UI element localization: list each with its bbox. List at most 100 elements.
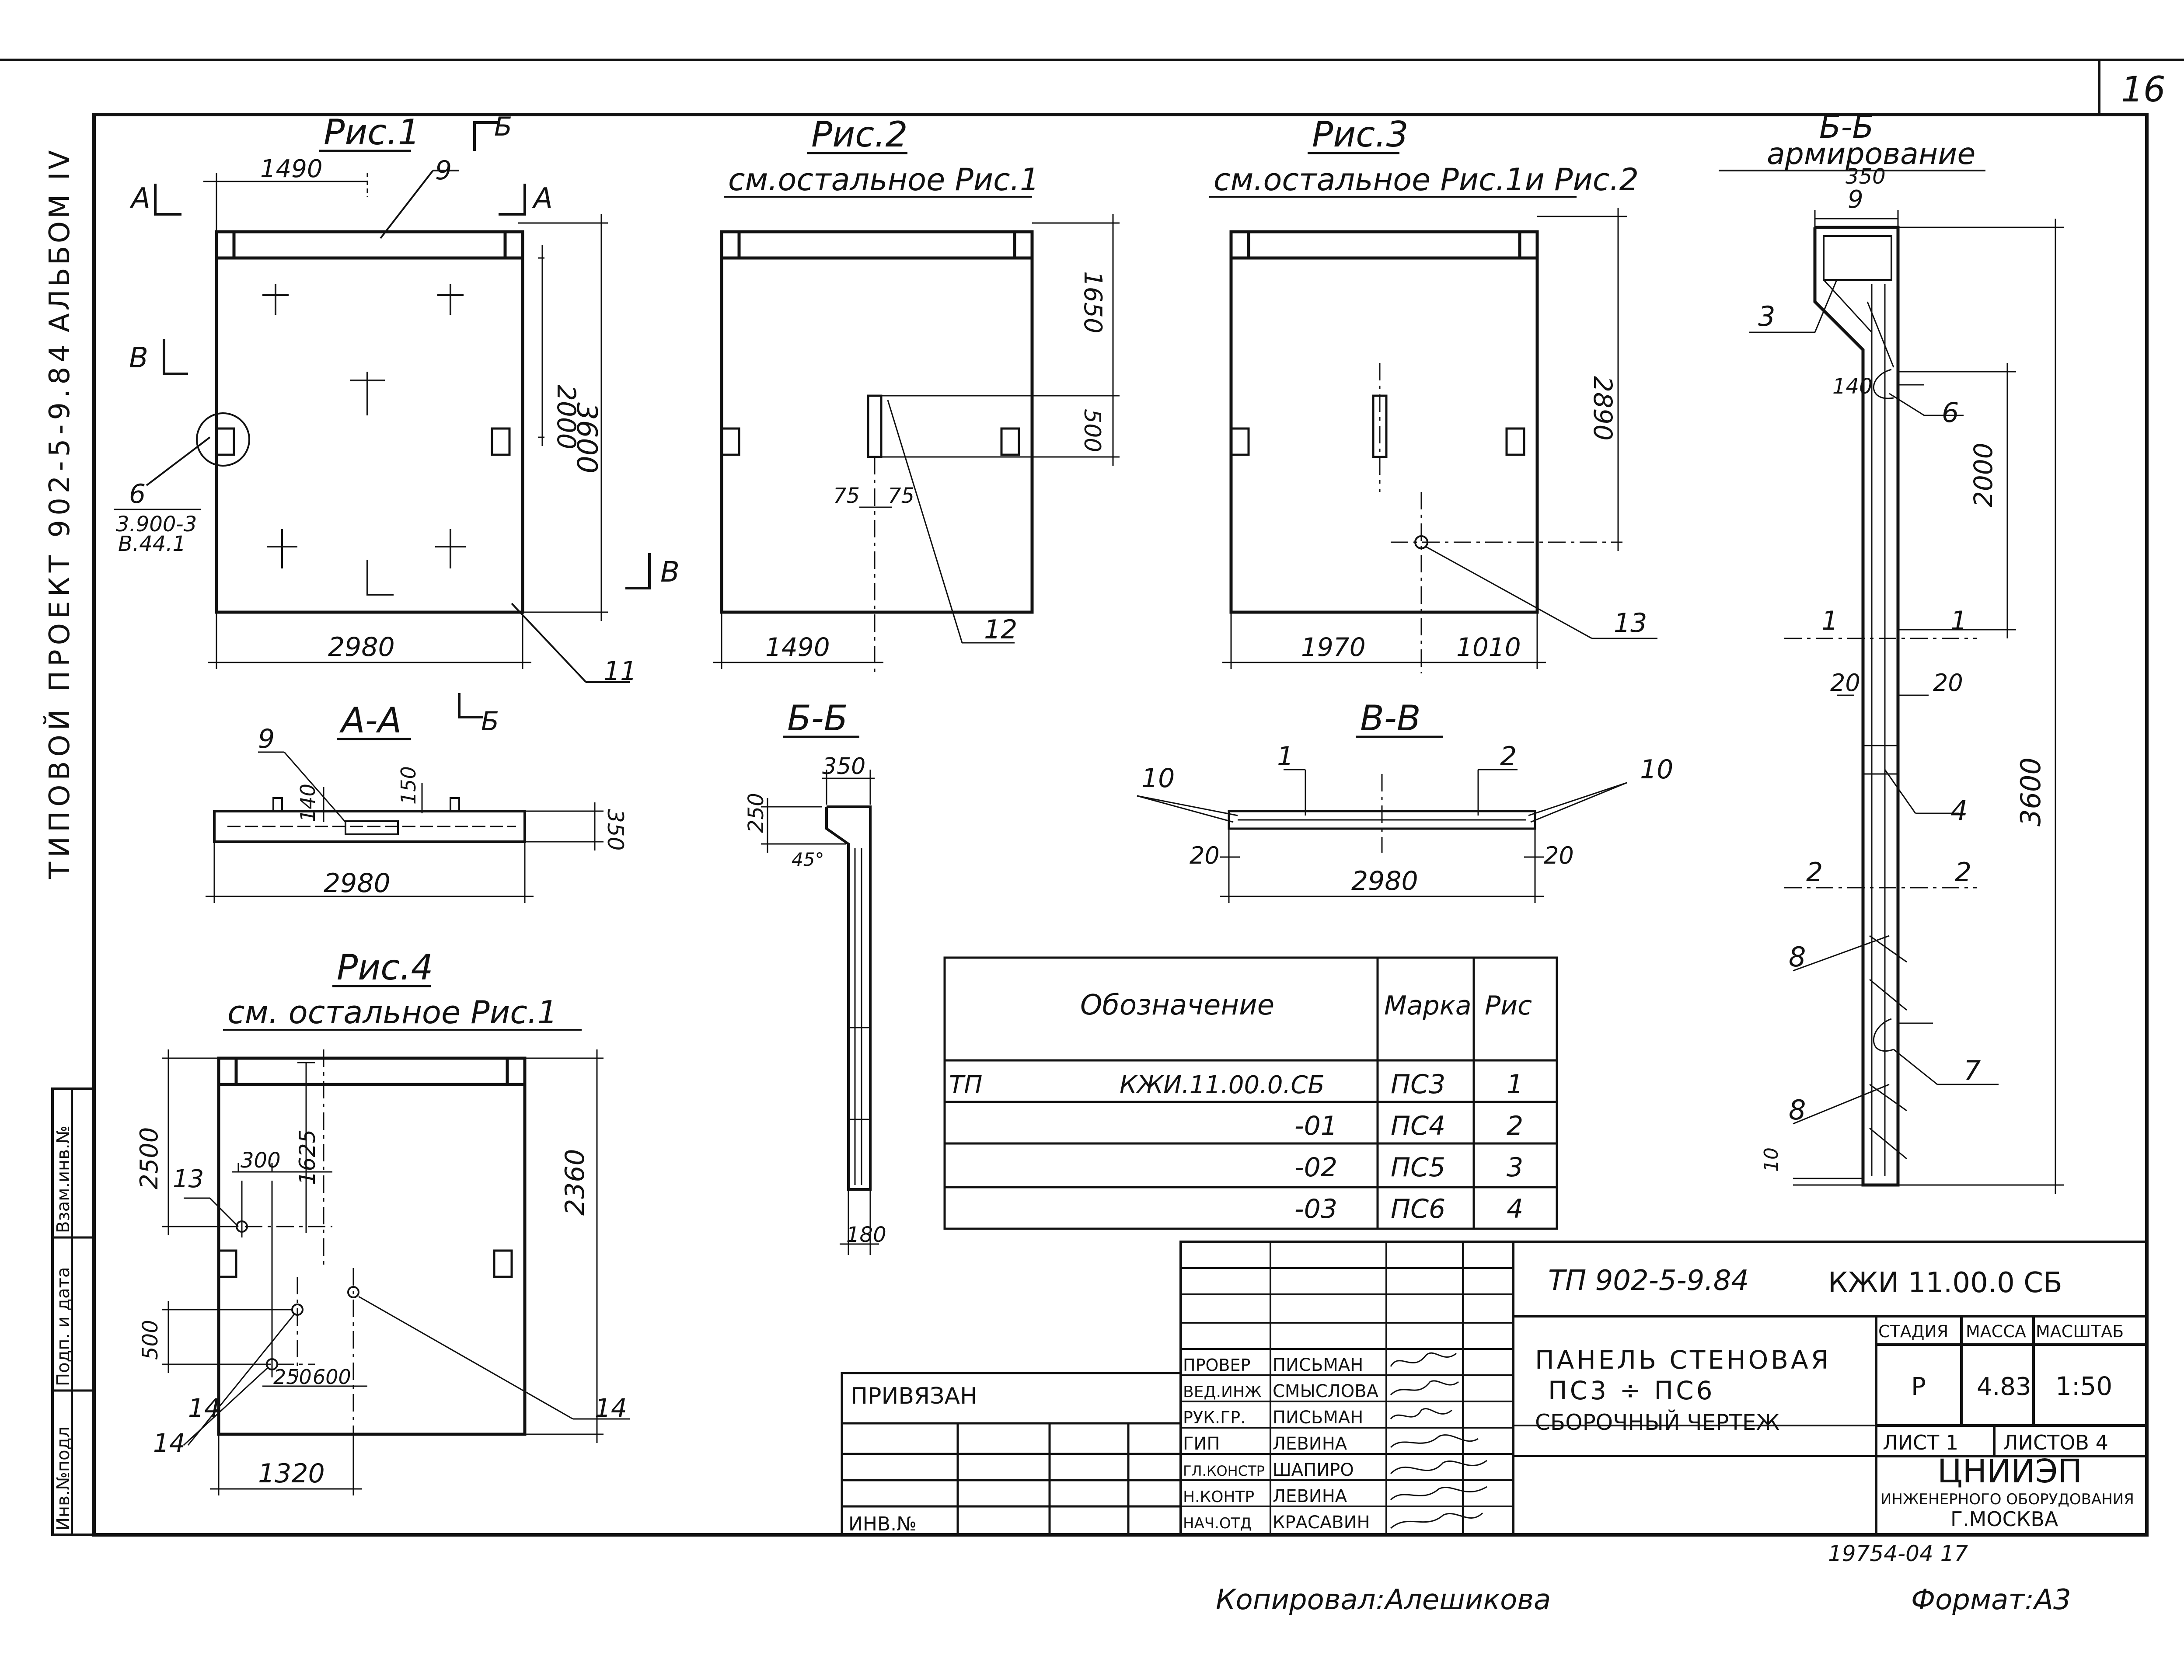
- fig1-callout-ref2: В.44.1: [118, 532, 186, 556]
- fig3-subtitle: см.остальное Рис.1и Рис.2: [1214, 162, 1639, 198]
- fig2-dim-75b: 75: [888, 484, 914, 508]
- org-name: ЦНИИЭП: [1937, 1453, 2082, 1490]
- fig1-dim-2000: 2000: [551, 385, 581, 450]
- figure-4: Рис.4 см. остальное Рис.1: [135, 947, 630, 1495]
- signatures: [1390, 1352, 1487, 1529]
- spec-header-fig: Рис: [1485, 990, 1532, 1021]
- fig1-callout-ref1: 3.900-3: [116, 512, 197, 537]
- figure-1: Рис.1: [114, 112, 680, 737]
- reinf-label-4: 4: [1950, 795, 1968, 826]
- fig1-label-9: 9: [435, 155, 452, 186]
- spec-header-designation: Обозначение: [1080, 989, 1274, 1021]
- staff-role-2: ВЕД.ИНЖ: [1183, 1383, 1262, 1401]
- reinf-label-1a: 1: [1821, 606, 1838, 636]
- fig2-dim-1650: 1650: [1078, 271, 1107, 334]
- staff-role-4: ГИП: [1183, 1434, 1220, 1454]
- fig4-dim-2500: 2500: [135, 1127, 164, 1189]
- fig1-section-v-right: В: [660, 556, 680, 589]
- sheet-number: ЛИСТ 1: [1883, 1431, 1958, 1454]
- fig3-dim-1010: 1010: [1456, 632, 1521, 662]
- section-bb-small-title: Б-Б: [787, 698, 848, 739]
- section-vv: В-В 10 10 1 2 20 20 2980: [1137, 698, 1673, 903]
- section-vv-dim-20-left: 20: [1190, 842, 1220, 869]
- spec-row-2-designation: -01: [1294, 1111, 1337, 1141]
- fig1-label-11: 11: [604, 656, 637, 687]
- fig2-dim-1490: 1490: [765, 632, 830, 662]
- reinf-label-2b: 2: [1955, 857, 1971, 888]
- section-vv-label-1: 1: [1277, 741, 1294, 772]
- staff-name-6: ЛЕВИНА: [1273, 1486, 1347, 1506]
- section-bb-small-dim-350: 350: [822, 753, 865, 780]
- section-vv-dim-2980: 2980: [1351, 866, 1418, 896]
- reinf-dim-140: 140: [1832, 374, 1873, 399]
- fig4-label-14c: 14: [595, 1393, 627, 1423]
- fig1-callout-6: 6: [129, 479, 146, 509]
- stage-header: СТАДИЯ: [1878, 1322, 1948, 1341]
- doc-code: ТП 902-5-9.84: [1548, 1265, 1749, 1297]
- reinf-dim-2000: 2000: [1968, 443, 1998, 507]
- privyazan-label: ПРИВЯЗАН: [851, 1383, 977, 1409]
- reinf-label-8a: 8: [1789, 941, 1806, 973]
- section-aa-dim-140: 140: [296, 784, 320, 822]
- doc-mark: КЖИ 11.00.0 СБ: [1828, 1267, 2062, 1299]
- fig2-dim-500: 500: [1079, 409, 1105, 452]
- section-aa-dim-150: 150: [397, 766, 420, 805]
- section-aa-dim-2980: 2980: [324, 868, 391, 899]
- reinf-dim-20a: 20: [1830, 669, 1860, 697]
- fig4-dim-2360: 2360: [560, 1149, 590, 1216]
- fig3-dim-2890: 2890: [1588, 376, 1618, 441]
- fig4-subtitle: см. остальное Рис.1: [227, 994, 558, 1031]
- reinf-title: Б-Б: [1819, 108, 1874, 145]
- fig4-title: Рис.4: [337, 947, 433, 988]
- fig1-dim-2980: 2980: [328, 632, 395, 662]
- reinf-label-1b: 1: [1950, 606, 1967, 636]
- spec-row-1-fig: 1: [1507, 1069, 1523, 1100]
- staff-name-3: ПИСЬМАН: [1273, 1408, 1363, 1428]
- fig4-dim-300: 300: [241, 1148, 281, 1173]
- fig4-label-14b: 14: [153, 1428, 185, 1458]
- reinf-dim-350: 350: [1846, 164, 1886, 189]
- org-city: Г.МОСКВА: [1950, 1507, 2058, 1531]
- side-stamp-replace-inv: Взам.инв.№: [53, 1126, 73, 1233]
- fig2-subtitle: см.остальное Рис.1: [728, 162, 1039, 198]
- archive-number: 19754-04 17: [1828, 1541, 1968, 1566]
- page-number: 16: [2121, 69, 2166, 110]
- fig1-section-b-top: Б: [494, 112, 512, 142]
- fig4-label-13: 13: [173, 1165, 204, 1193]
- spec-row-1-designation: КЖИ.11.00.0.СБ: [1120, 1071, 1325, 1099]
- spec-row-3-mark: ПС5: [1391, 1152, 1445, 1183]
- staff-name-2: СМЫСЛОВА: [1273, 1381, 1379, 1401]
- figure-2: Рис.2 см.остальное Рис.1 1650 50: [713, 114, 1120, 676]
- staff-role-1: ПРОВЕР: [1183, 1356, 1250, 1375]
- staff-name-4: ЛЕВИНА: [1273, 1434, 1347, 1454]
- fig4-dim-500: 500: [138, 1320, 163, 1360]
- doc-name-line3: СБОРОЧНЫЙ ЧЕРТЕЖ: [1535, 1409, 1779, 1435]
- section-bb-small-angle: 45°: [792, 849, 824, 870]
- inv-no-label: ИНВ.№: [848, 1513, 917, 1535]
- side-stamp-inv-orig: Инв.№подл: [53, 1426, 73, 1530]
- fig3-dim-1970: 1970: [1301, 632, 1366, 662]
- side-stamp: Взам.инв.№ Подп. и дата Инв.№подл: [51, 1087, 95, 1536]
- spec-row-1-mark: ПС3: [1391, 1069, 1445, 1100]
- spec-header-mark: Марка: [1384, 990, 1472, 1021]
- section-vv-label-10b: 10: [1640, 754, 1673, 785]
- section-vv-title: В-В: [1360, 698, 1421, 739]
- fig1-section-b-bottom: Б: [481, 706, 499, 737]
- fig4-dim-1625: 1625: [295, 1129, 320, 1185]
- fig1-section-a-right: А: [532, 182, 553, 215]
- reinf-label-6: 6: [1942, 397, 1959, 429]
- figure-3: Рис.3 см.остальное Рис.1и Рис.2: [1209, 114, 1657, 673]
- fig1-dim-3600: 3600: [570, 402, 603, 474]
- org-name-2: ИНЖЕНЕРНОГО ОБОРУДОВАНИЯ: [1880, 1491, 2134, 1508]
- scale-header: МАСШТАБ: [2036, 1322, 2124, 1341]
- fig1-dim-1490: 1490: [260, 155, 323, 183]
- mass-header: МАССА: [1966, 1322, 2026, 1341]
- staff-name-5: ШАПИРО: [1273, 1460, 1354, 1480]
- reinf-label-8b: 8: [1789, 1094, 1806, 1126]
- format-label: Формат:А3: [1911, 1584, 2071, 1616]
- fig1-section-a-left: А: [129, 182, 150, 215]
- doc-name-line2: ПС3 ÷ ПС6: [1548, 1376, 1715, 1405]
- spec-row-4-fig: 4: [1507, 1194, 1523, 1224]
- reinf-label-7: 7: [1964, 1055, 1981, 1087]
